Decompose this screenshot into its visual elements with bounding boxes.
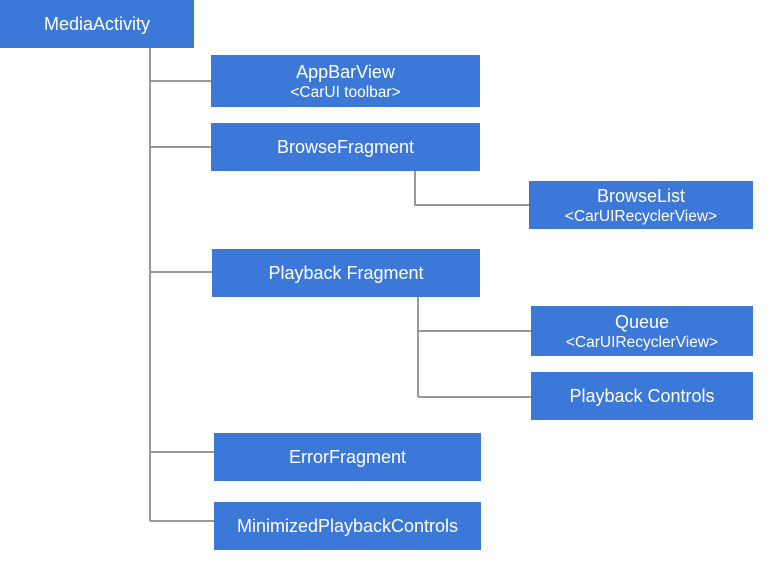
node-playback-controls: Playback Controls <box>531 372 753 420</box>
node-label: Queue <box>614 311 670 332</box>
node-media-activity: MediaActivity <box>0 0 194 48</box>
node-sublabel: <CarUIRecyclerView> <box>564 207 718 225</box>
node-label: Playback Fragment <box>268 263 424 283</box>
node-app-bar-view: AppBarView <CarUI toolbar> <box>211 55 480 107</box>
node-sublabel: <CarUI toolbar> <box>290 83 401 101</box>
node-label: Playback Controls <box>569 386 715 406</box>
branch-browselist <box>414 171 530 206</box>
node-label: AppBarView <box>296 61 395 82</box>
node-label: MinimizedPlaybackControls <box>236 516 459 536</box>
node-browse-list: BrowseList <CarUIRecyclerView> <box>529 181 753 229</box>
node-label: ErrorFragment <box>288 447 407 467</box>
node-minimized-playback-controls: MinimizedPlaybackControls <box>214 502 481 550</box>
node-playback-fragment: Playback Fragment <box>212 249 480 297</box>
node-error-fragment: ErrorFragment <box>214 433 481 481</box>
node-label: BrowseFragment <box>276 137 415 157</box>
node-queue: Queue <CarUIRecyclerView> <box>531 306 753 356</box>
node-label: MediaActivity <box>43 14 151 34</box>
node-browse-fragment: BrowseFragment <box>211 123 480 171</box>
node-label: BrowseList <box>596 185 686 206</box>
node-sublabel: <CarUIRecyclerView> <box>565 333 719 351</box>
